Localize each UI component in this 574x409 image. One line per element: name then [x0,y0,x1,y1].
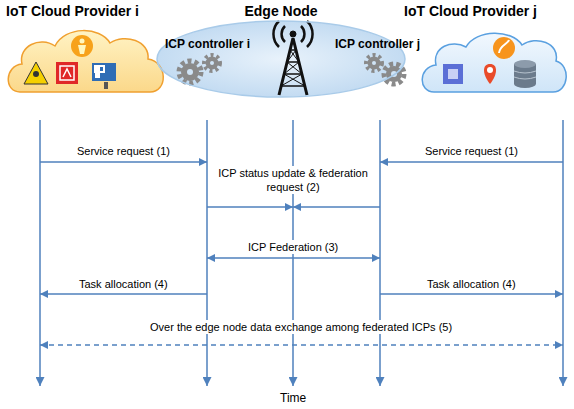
message-label: Task allocation (4) [424,277,519,291]
edge-node-shape [157,21,405,97]
message-label: Task allocation (4) [76,277,171,291]
message-arrow [380,293,563,295]
edge-node-title: Edge Node [155,3,407,19]
cloud-provider-shape [422,33,566,92]
icp-controller: ICP controller j [333,34,437,52]
cloud-provider: IoT Cloud Provider j [402,2,570,100]
message-arrow [207,206,293,208]
icp-controller: ICP controller i [163,34,263,52]
message-arrow [40,161,207,163]
axis-label: Time [277,391,309,405]
lifeline [40,120,563,386]
message-label: Over the edge node data exchange among f… [147,320,455,334]
cloud-provider-title: IoT Cloud Provider j [402,3,537,19]
message-arrow [380,161,563,163]
message-label: Service request (1) [422,144,521,158]
antenna-tower [273,21,312,95]
message-arrow [40,293,207,295]
message-arrow [207,257,380,259]
cloud-provider: IoT Cloud Provider i [4,2,172,100]
icp-controller-title: ICP controller j [333,37,420,51]
message-label: Service request (1) [74,144,173,158]
cloud-fill [8,31,163,92]
message-arrow [40,344,563,346]
edge-node-fill [157,21,405,97]
message-label: ICP Federation (3) [245,240,341,254]
message-arrow [293,206,380,208]
message-label: ICP status update & federation request (… [215,166,371,194]
cloud-fill [422,33,566,92]
icp-controller-title: ICP controller i [163,37,250,51]
edge-node: Edge NodeICP controller iICP controller … [155,2,407,98]
cloud-provider-title: IoT Cloud Provider i [4,3,139,19]
cloud-provider-shape [8,31,163,92]
